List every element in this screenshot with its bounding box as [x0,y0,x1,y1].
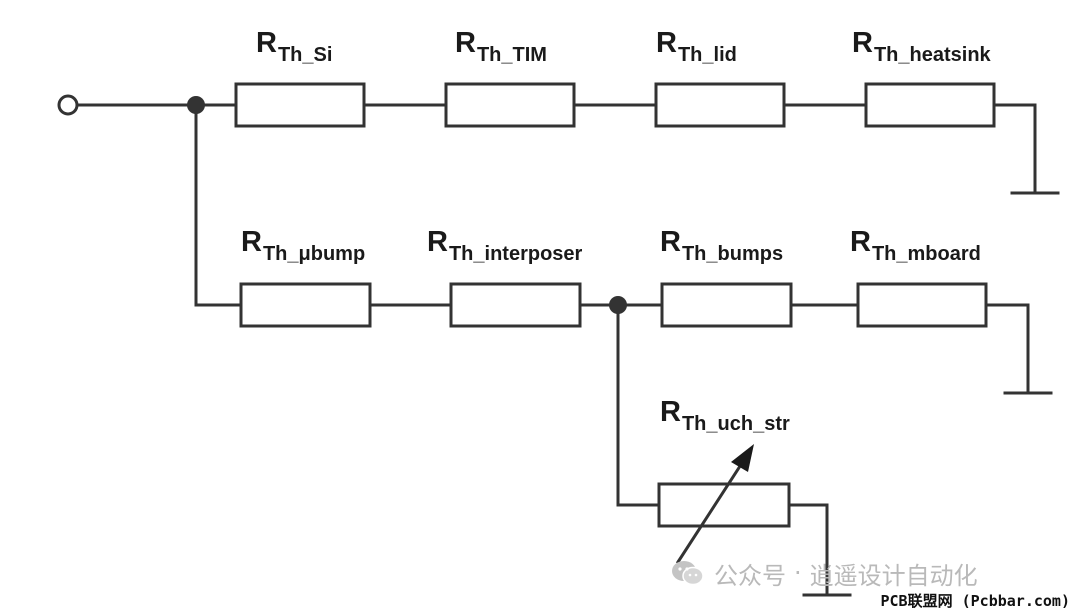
label-r-th-interposer-sub: Th_interposer [448,243,583,265]
label-r-th-ubump: RTh_μbump [241,226,365,265]
label-r-th-interposer: RTh_interposer [427,226,582,265]
label-r-th-si-sub: Th_Si [277,44,333,66]
resistor-bumps [660,282,793,328]
label-r-th-heatsink-sub: Th_heatsink [873,44,991,66]
watermark-source: 公众号 [714,561,786,590]
label-r-th-tim-main: R [455,27,476,59]
label-r-th-mboard-main: R [850,226,871,258]
label-r-th-tim: RTh_TIM [455,27,547,66]
label-r-th-uch-str: RTh_uch_str [660,396,790,435]
resistor-si [234,82,366,128]
resistor-lid [654,82,786,128]
label-r-th-si-main: R [256,27,277,59]
junction-node-top [187,96,205,114]
label-r-th-si: RTh_Si [256,27,332,66]
label-r-th-heatsink: RTh_heatsink [852,27,991,66]
label-r-th-tim-sub: Th_TIM [476,44,547,66]
junction-node-interposer [609,296,627,314]
label-r-th-bumps-main: R [660,226,681,258]
label-r-th-mboard: RTh_mboard [850,226,981,265]
watermark-account: 逍遥设计自动化 [809,561,978,590]
label-r-th-lid-main: R [656,27,677,59]
label-r-th-lid-sub: Th_lid [677,44,737,66]
resistor-interposer [449,282,582,328]
resistor-tim [444,82,576,128]
resistor-heatsink [864,82,996,128]
resistor-uch-str [657,482,791,528]
input-terminal [57,94,79,116]
site-credit: PCB联盟网 (Pcbbar.com) [880,592,1071,610]
variable-arrow-head [731,444,754,472]
label-r-th-uch-str-sub: Th_uch_str [681,413,790,435]
variable-arrow-shaft [675,457,747,565]
label-r-th-mboard-sub: Th_mboard [871,243,981,265]
wire-heatsink-ground [992,103,1037,195]
wire-mboard-ground [984,303,1030,395]
label-r-th-uch-str-main: R [660,396,681,428]
label-r-th-ubump-main: R [241,226,262,258]
resistor-ubump [239,282,372,328]
wire-node-uch [616,303,661,507]
label-r-th-lid: RTh_lid [656,27,737,66]
label-r-th-ubump-sub: Th_μbump [262,243,366,265]
wire-trunk [194,103,243,307]
wire-uch-ground [787,503,829,597]
watermark: 公众号 · 逍遥设计自动化 [670,556,978,590]
label-r-th-bumps: RTh_bumps [660,226,783,265]
wechat-icon [672,561,704,586]
resistor-mboard [856,282,988,328]
watermark-separator: · [794,559,802,587]
label-r-th-heatsink-main: R [852,27,873,59]
label-r-th-bumps-sub: Th_bumps [681,243,784,265]
label-r-th-interposer-main: R [427,226,448,258]
